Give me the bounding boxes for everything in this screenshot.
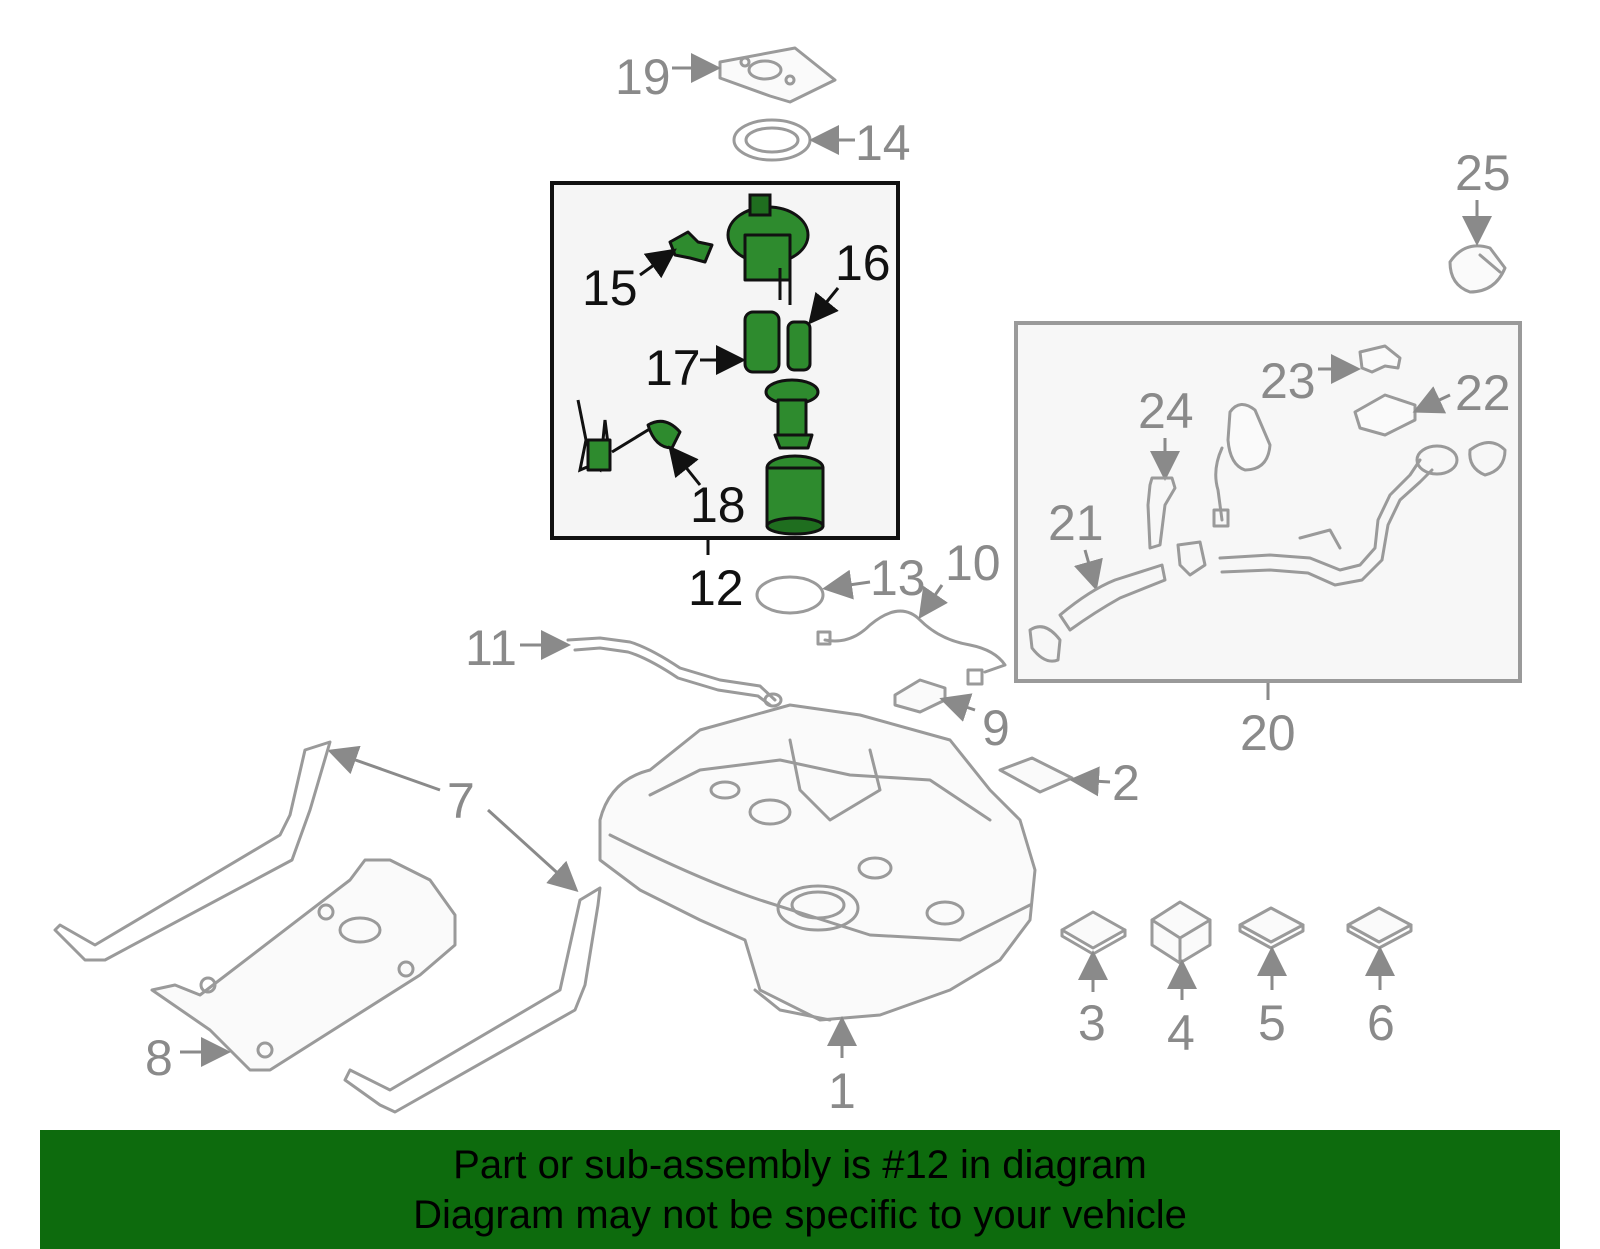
part-22-bracket[interactable]: [1353, 393, 1417, 437]
part-10-wire-harness[interactable]: [816, 609, 1007, 686]
callout-9: 9: [982, 700, 1010, 756]
callout-3: 3: [1078, 995, 1106, 1051]
part-7-strap-right[interactable]: [343, 886, 602, 1114]
banner-line-1: Part or sub-assembly is #12 in diagram: [453, 1142, 1147, 1187]
part-5-pad[interactable]: [1238, 906, 1305, 950]
part-filler-neck-pipe[interactable]: [1176, 441, 1507, 587]
callout-5: 5: [1258, 995, 1286, 1051]
part-pump-module-top[interactable]: [726, 193, 810, 305]
callout-25: 25: [1455, 145, 1511, 201]
part-24-hose[interactable]: [1146, 476, 1177, 550]
callout-12: 12: [688, 560, 744, 616]
callout-6: 6: [1367, 995, 1395, 1051]
part-8-heat-shield[interactable]: [150, 858, 457, 1072]
part-25-fuel-cap[interactable]: [1448, 244, 1507, 294]
callout-14: 14: [855, 115, 911, 171]
banner-line-2: Diagram may not be specific to your vehi…: [413, 1192, 1187, 1237]
part-14-lock-ring[interactable]: [732, 118, 812, 162]
callout-13: 13: [870, 550, 926, 606]
callout-2: 2: [1112, 755, 1140, 811]
part-18-level-sender[interactable]: [576, 399, 682, 473]
callout-23: 23: [1260, 353, 1316, 409]
filler-neck-box-20[interactable]: [1014, 321, 1522, 683]
part-pump-bracket[interactable]: [764, 378, 820, 450]
part-1-fuel-tank[interactable]: [598, 703, 1037, 1022]
part-11-vent-hose[interactable]: [566, 636, 783, 708]
callout-21: 21: [1048, 495, 1104, 551]
callout-17: 17: [645, 340, 701, 396]
part-16-filter[interactable]: [786, 320, 812, 372]
callout-24: 24: [1138, 383, 1194, 439]
callout-18: 18: [690, 477, 746, 533]
callout-20: 20: [1240, 705, 1296, 761]
callout-16: 16: [835, 235, 891, 291]
part-canister[interactable]: [1212, 403, 1272, 528]
callout-22: 22: [1455, 365, 1511, 421]
part-reservoir-cup[interactable]: [765, 454, 825, 536]
callout-19: 19: [615, 49, 671, 105]
callout-7: 7: [447, 773, 475, 829]
info-banner: Part or sub-assembly is #12 in diagram D…: [40, 1130, 1560, 1249]
callout-15: 15: [582, 260, 638, 316]
callout-8: 8: [145, 1030, 173, 1086]
part-9-module[interactable]: [893, 678, 947, 714]
part-3-pad[interactable]: [1060, 910, 1127, 956]
part-23-clip[interactable]: [1358, 344, 1402, 374]
part-19-cover-plate[interactable]: [718, 46, 837, 104]
callout-11: 11: [465, 620, 517, 676]
part-13-gasket[interactable]: [755, 575, 825, 615]
callout-10: 10: [945, 535, 1001, 591]
part-21-filler-hose[interactable]: [1028, 563, 1167, 663]
callout-4: 4: [1167, 1005, 1195, 1061]
part-15-sensor[interactable]: [668, 230, 714, 264]
part-17-pump[interactable]: [743, 310, 781, 374]
part-4-pad[interactable]: [1150, 900, 1212, 965]
part-2-pad[interactable]: [998, 756, 1074, 794]
callout-1: 1: [828, 1063, 856, 1119]
part-6-pad[interactable]: [1346, 906, 1413, 950]
part-7-strap-left[interactable]: [53, 740, 332, 962]
